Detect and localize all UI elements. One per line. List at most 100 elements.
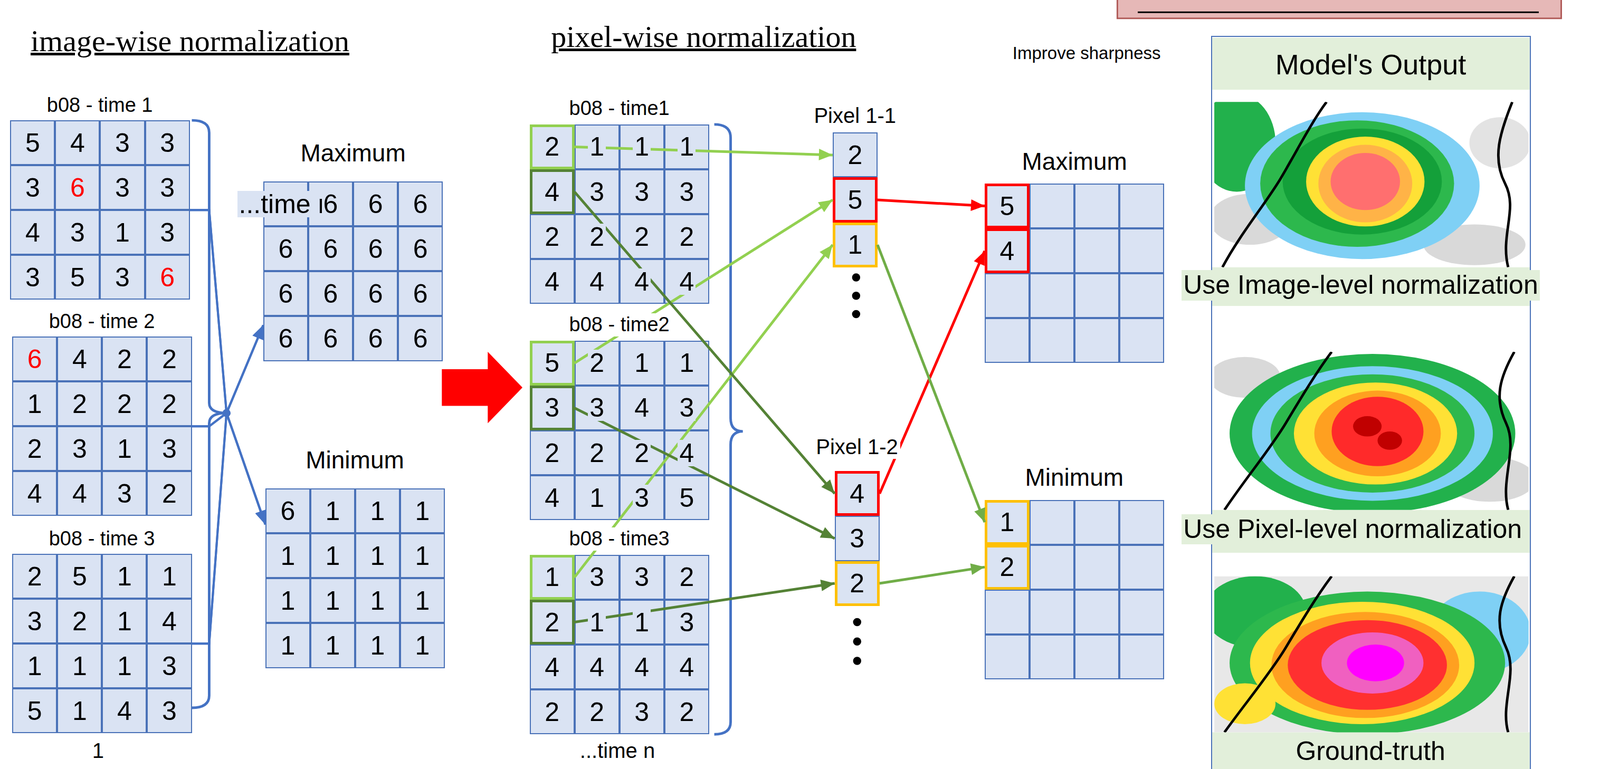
cell-value: 1 (368, 632, 387, 660)
cell-value: 6 (321, 191, 340, 218)
grid-cell (984, 589, 1030, 635)
cell-value: 3 (632, 564, 651, 591)
arrowhead (974, 251, 985, 266)
cell-value: 6 (411, 191, 430, 218)
cell-value: 2 (587, 699, 606, 726)
grid-cell: 6 (397, 271, 443, 317)
header-box (1117, 0, 1561, 19)
grid-cell: 5 (664, 475, 710, 521)
cell-value: 3 (677, 609, 696, 636)
grid-cell: 1 (146, 554, 192, 599)
grid-cell: 1 (56, 643, 102, 689)
cell-value: 2 (115, 391, 134, 418)
grid-cell: 3 (574, 169, 620, 215)
arrowhead (255, 509, 267, 525)
caption-band (1212, 732, 1530, 769)
grid-cell: 1 (355, 623, 400, 669)
grid-cell: 3 (619, 555, 665, 600)
arrowhead (970, 563, 985, 576)
cell-value: 3 (587, 564, 606, 591)
grid-cell: 1 (12, 381, 57, 427)
connector-line (879, 567, 985, 584)
cell-value: 5 (25, 698, 44, 725)
cell-value: 3 (113, 174, 132, 202)
cell-value: 2 (543, 440, 561, 467)
arrowhead (819, 244, 833, 260)
connector (189, 210, 267, 525)
value-grid: 6422122223134432b08 - time 2 (12, 336, 192, 517)
cell-value: 4 (632, 394, 651, 422)
cell-value: 4 (677, 654, 696, 681)
grid-cell (984, 318, 1030, 364)
pixel-column: Pixel 1-2432 (834, 471, 880, 606)
pixel-cell: 3 (834, 516, 880, 561)
cell-value: 6 (366, 280, 385, 308)
grid-cell: 3 (56, 426, 102, 472)
cell-value: 4 (25, 480, 44, 508)
grid-cell: 3 (12, 598, 57, 644)
grid-cell: 6 (308, 271, 354, 317)
grid-cell: 1 (101, 598, 147, 644)
grid-cell: 1 (355, 488, 400, 534)
grid-cell: 6 (263, 271, 309, 317)
grid-cell: 3 (619, 475, 665, 521)
connector-line (189, 210, 264, 414)
arrowhead (255, 509, 267, 525)
grid-cell: 2 (574, 214, 620, 260)
connector (574, 244, 833, 578)
grid-cell: 1 (310, 623, 356, 669)
arrowhead (252, 325, 264, 340)
grid-cell: 3 (99, 120, 145, 166)
arrowhead (974, 507, 986, 523)
caption: Use Image-level normalization (1181, 270, 1540, 301)
cell-value: 6 (25, 346, 44, 373)
connector (574, 579, 835, 623)
grid-cell: 3 (574, 385, 620, 431)
grid-cell: 6 (308, 226, 354, 272)
grid-cell (984, 634, 1030, 680)
grid-cell: 3 (54, 210, 100, 255)
grid-cell: 3 (101, 471, 147, 517)
arrowhead (820, 527, 835, 539)
grid-cell (1074, 273, 1120, 319)
cell-value: 3 (23, 174, 42, 202)
grid-cell: 5 (56, 554, 102, 599)
cell-value: 1 (413, 632, 432, 660)
grid-cell: 1 (56, 688, 102, 734)
cell-value: 1 (323, 587, 342, 615)
grid-cell (1119, 228, 1165, 274)
connector-line (574, 200, 833, 364)
grid-cell: 2 (574, 430, 620, 476)
cell-value: 2 (998, 554, 1017, 581)
cell-value: 2 (677, 564, 696, 591)
cell-value: 6 (321, 280, 340, 308)
cell-value: 4 (677, 440, 696, 467)
cell-value: 1 (368, 587, 387, 615)
cell-value: 4 (543, 268, 561, 295)
grid-title: Maximum (1019, 147, 1129, 176)
grid-cell: 2 (529, 214, 575, 260)
block-arrow (441, 351, 523, 424)
connector-line (879, 251, 985, 494)
grid-title: b08 - time 2 (46, 310, 158, 334)
connector-line (192, 413, 266, 644)
grid-cell: 3 (664, 169, 710, 215)
cell-value: 2 (115, 346, 134, 373)
grid-cell: 2 (529, 689, 575, 735)
grid-cell (1119, 545, 1165, 590)
grid-cell: 3 (619, 169, 665, 215)
grid-cell: 5 (54, 254, 100, 300)
pixel-cell: 3 (529, 385, 575, 431)
cell-value: 2 (677, 223, 696, 251)
grid-cell: 6 (145, 254, 190, 300)
pixel-cell: 4 (834, 471, 880, 517)
value-grid: 5433363343133536b08 - time 1 (10, 120, 190, 300)
cell-value: 1 (115, 608, 134, 635)
grid-cell: 2 (12, 426, 57, 472)
cell-value: 6 (366, 235, 385, 263)
cell-value: 3 (70, 435, 89, 463)
grid-cell (1074, 183, 1120, 229)
cell-value: 2 (848, 570, 866, 597)
connector (189, 210, 264, 414)
grid-cell (1119, 634, 1165, 680)
